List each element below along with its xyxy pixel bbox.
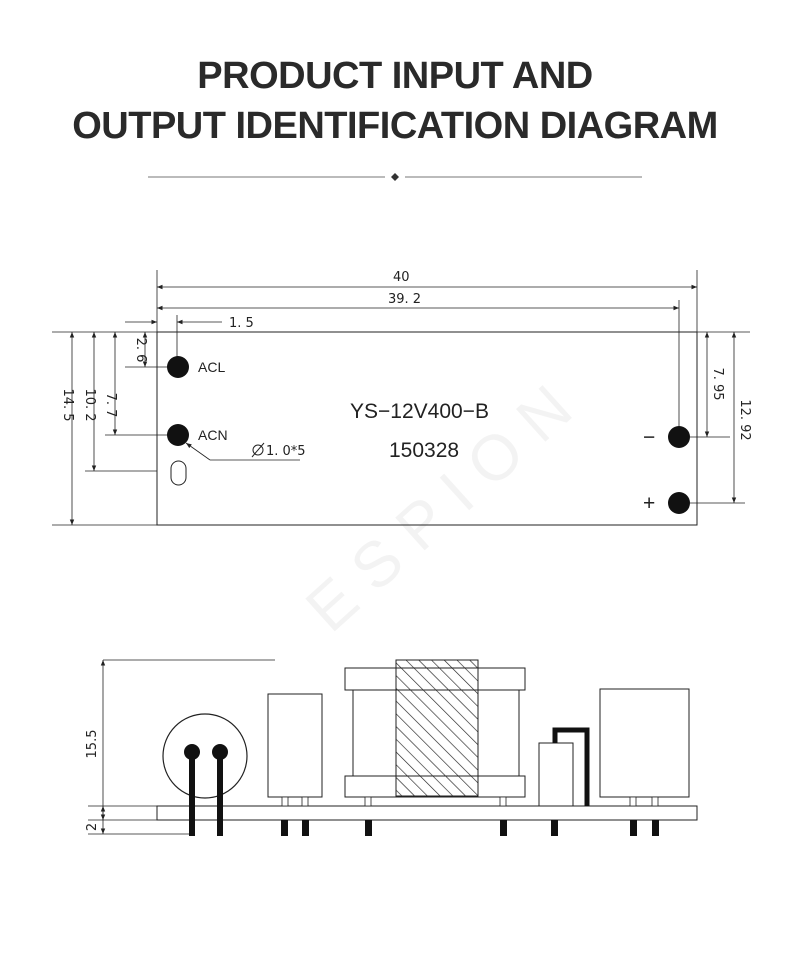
dim-width-total: 40 <box>393 270 410 285</box>
pin-acl-label: ACL <box>198 359 225 375</box>
fuse-capacitor <box>162 713 248 799</box>
dim-acl-top: 2. 6 <box>133 338 148 363</box>
pin-minus-label: − <box>643 426 655 449</box>
page-title-line-2: OUTPUT IDENTIFICATION DIAGRAM <box>72 105 718 147</box>
pin-acn-dot <box>167 424 189 446</box>
pin-plus-dot <box>668 492 690 514</box>
pcb-pins <box>281 820 659 836</box>
component-box-1 <box>267 693 323 798</box>
dim-height: 14. 5 <box>60 388 75 421</box>
dim-plus-top: 12. 92 <box>737 399 752 440</box>
dim-acn-top: 7. 7 <box>103 393 118 418</box>
pin-acl-dot <box>167 356 189 378</box>
dim-slot: 10. 2 <box>82 388 97 421</box>
diameter-icon <box>251 442 265 458</box>
page-title-line-1: PRODUCT INPUT AND <box>197 55 593 97</box>
dim-pin-length: 2 <box>85 823 100 831</box>
title-divider <box>148 173 642 181</box>
hole-spec: 1. 0*5 <box>266 444 306 459</box>
dim-width-holes: 39. 2 <box>388 292 421 307</box>
pin-minus-dot <box>668 426 690 448</box>
board-outline <box>156 331 698 526</box>
dim-minus-top: 7. 95 <box>710 367 725 400</box>
dim-side-height: 15.5 <box>85 730 100 759</box>
top-view: E S P I O N 40 39. 2 1. 5 2. 6 7. 7 10. … <box>52 270 752 645</box>
mounting-slot <box>170 460 187 486</box>
model-number: YS−12V400−B <box>350 400 489 423</box>
jumper-wire <box>552 727 590 806</box>
transformer <box>344 659 526 807</box>
component-box-3 <box>599 688 690 798</box>
component-box-2 <box>538 742 574 807</box>
dim-offset-left: 1. 5 <box>229 316 254 331</box>
pcb <box>156 805 698 821</box>
side-view: 15.5 2 <box>85 659 698 836</box>
capacitor-leads <box>184 744 228 836</box>
pin-acn-label: ACN <box>198 427 228 443</box>
pin-plus-label: + <box>643 492 655 515</box>
date-code: 150328 <box>389 439 459 462</box>
